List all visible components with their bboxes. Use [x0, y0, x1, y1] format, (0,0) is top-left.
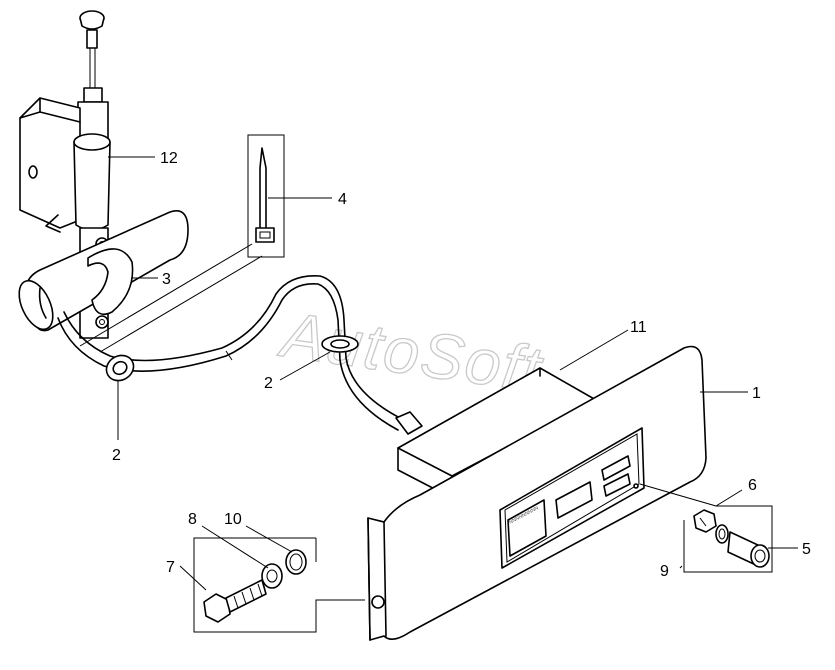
callout-7: 6 [748, 477, 757, 494]
callout-8: 8 [188, 511, 197, 528]
callout-labels: 12 4 3 2 2 11 1 6 5 9 8 10 7 [112, 150, 811, 580]
callout-1: 1 [752, 385, 761, 402]
callout-9: 9 [660, 563, 669, 580]
fastener-set-right [683, 505, 773, 573]
callout-2-left: 2 [112, 447, 121, 464]
callout-2-right: 2 [264, 375, 273, 392]
tube-clamp [18, 210, 189, 332]
leader-lines [79, 156, 798, 591]
callout-10: 10 [224, 511, 242, 528]
antenna-cable [57, 275, 423, 435]
fastener-set-left [193, 537, 365, 633]
callout-11: 11 [630, 319, 647, 336]
callout-12: 12 [160, 150, 178, 167]
callout-4: 4 [338, 191, 347, 208]
cable-tie-box [247, 134, 285, 258]
radio-unit: NNNNNNNNN [367, 345, 707, 641]
callout-6: 7 [166, 559, 175, 576]
callout-5: 5 [802, 541, 811, 558]
callout-3: 3 [162, 271, 171, 288]
